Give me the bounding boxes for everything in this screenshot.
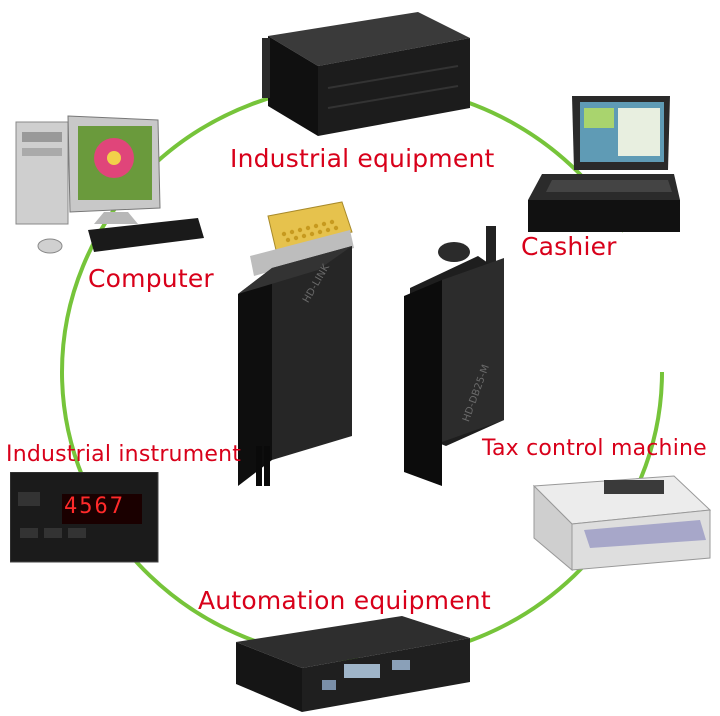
label-cashier: Cashier (521, 232, 617, 261)
label-industrial-equipment: Industrial equipment (230, 144, 495, 173)
automation-pc-image (236, 616, 470, 712)
label-automation-equipment: Automation equipment (198, 586, 491, 615)
computer-image (15, 115, 204, 254)
instrument-display-value: 4567 (64, 494, 125, 519)
label-tax-control-machine: Tax control machine (482, 436, 707, 461)
label-industrial-instrument: Industrial instrument (6, 442, 242, 467)
label-computer: Computer (88, 264, 214, 293)
cashier-terminal-image (528, 96, 680, 232)
rack-server-image (262, 12, 470, 136)
tax-printer-image (532, 475, 712, 572)
industrial-instrument-image (10, 472, 159, 563)
db25-connector-image (238, 201, 504, 486)
